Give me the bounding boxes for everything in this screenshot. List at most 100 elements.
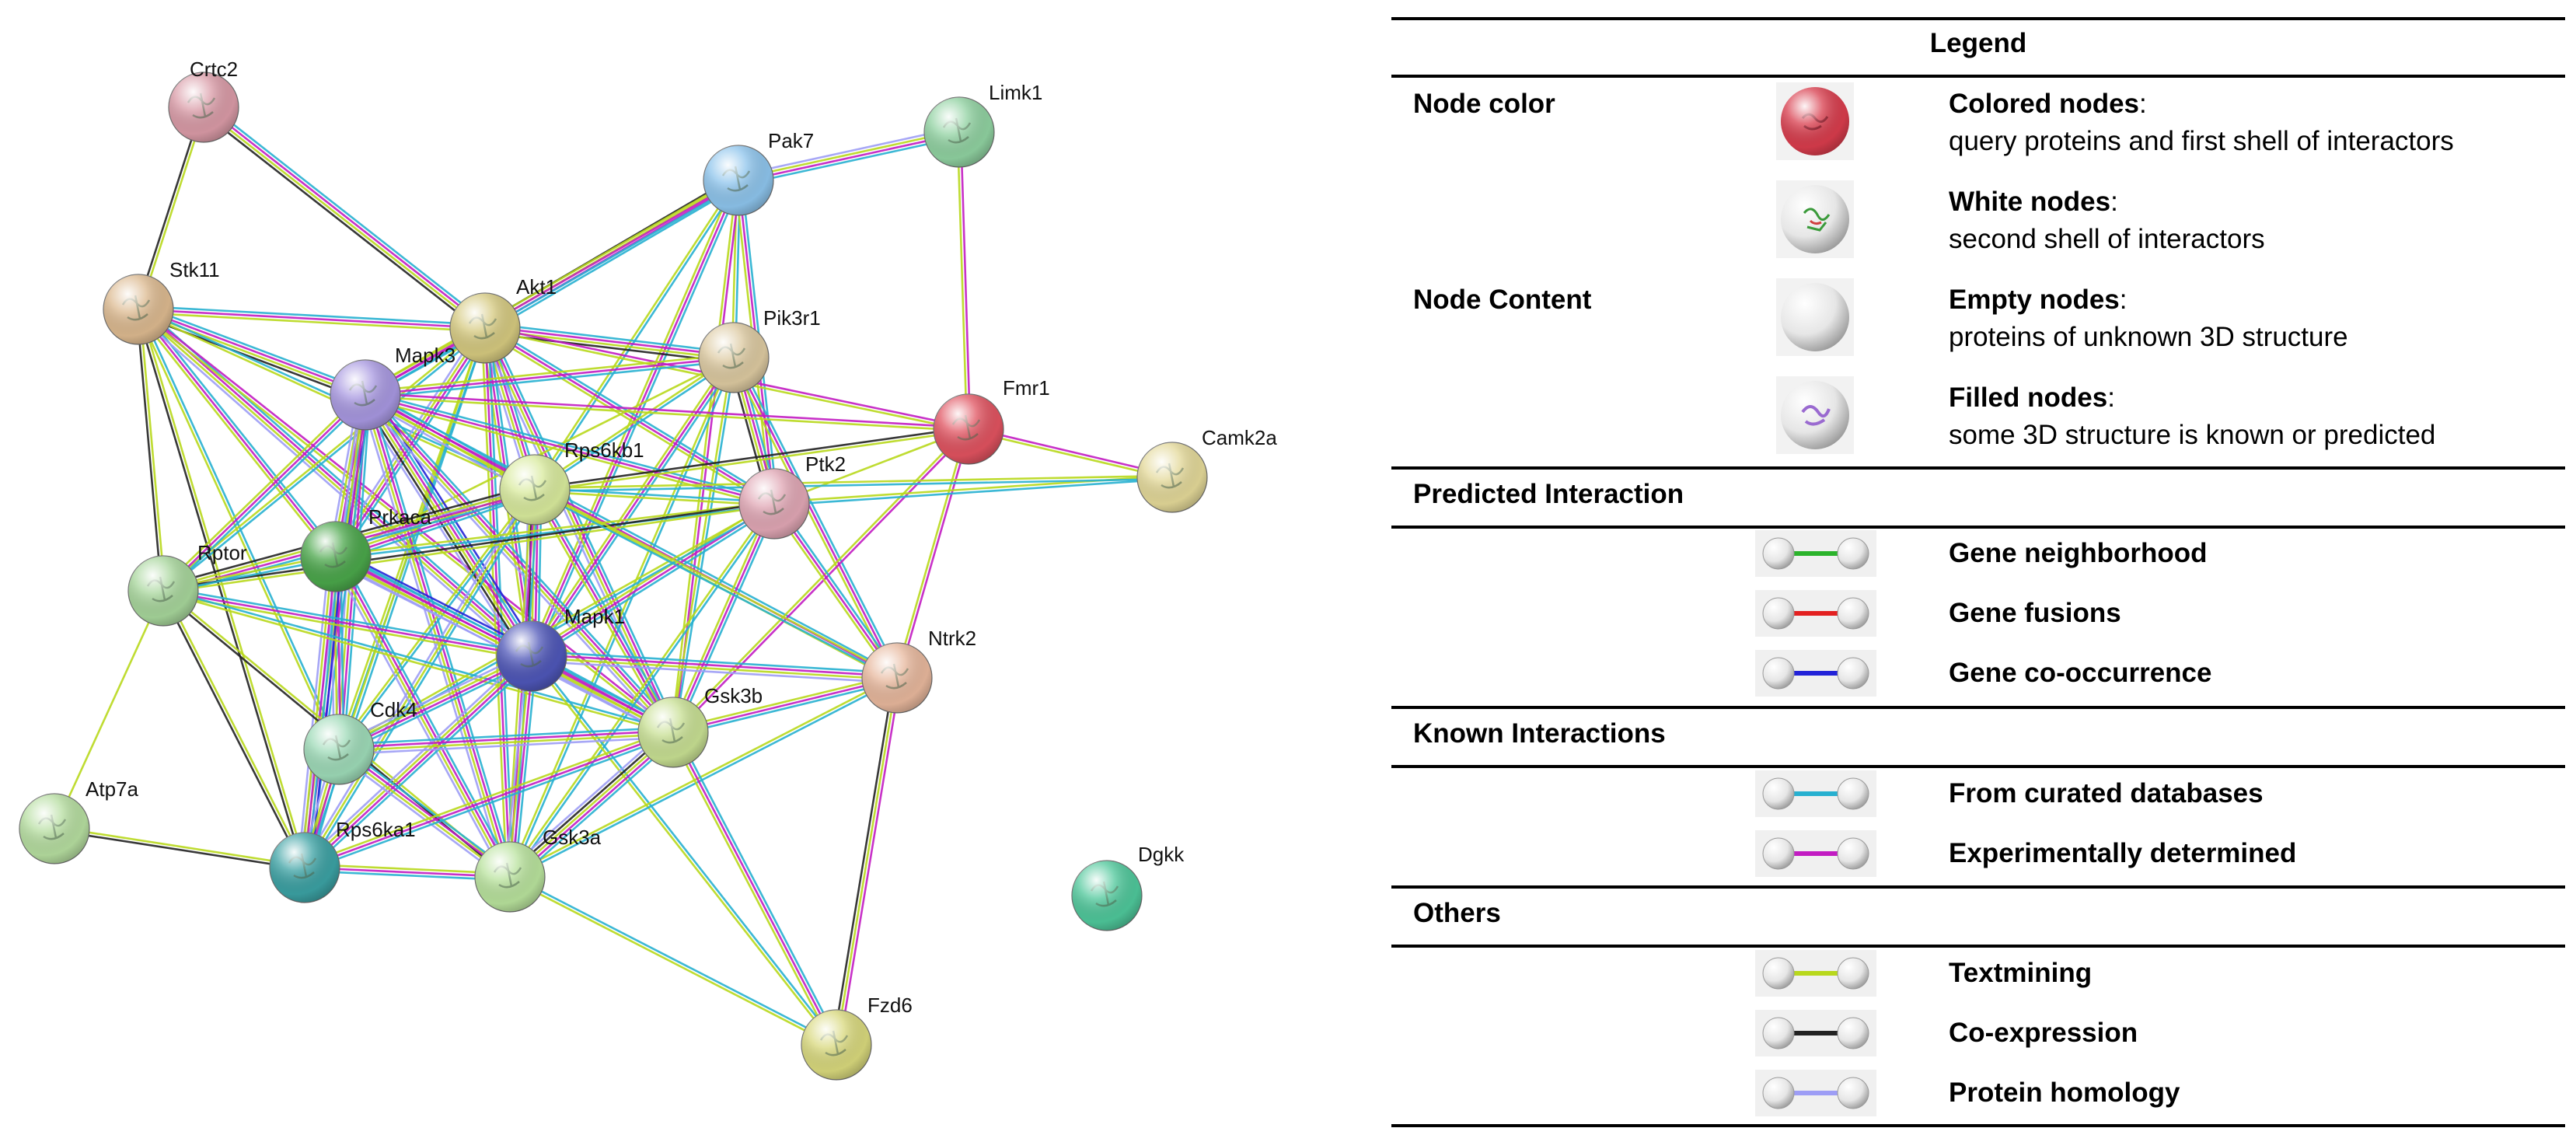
node-cdk4[interactable]: Cdk4 [303,698,417,785]
node-stk11[interactable]: Stk11 [103,258,220,345]
edge-line-experimental [365,356,735,396]
others-line-label: Co-expression [1949,1018,2138,1048]
node-gsk3b[interactable]: Gsk3b [637,684,763,768]
node-label: Fzd6 [867,994,913,1017]
node-color-heading: Node color [1413,89,1555,119]
node-label: Rps6kb1 [564,438,644,462]
edge-rptor-mapk1 [162,586,532,661]
node-content-heading: Node Content [1413,285,1592,315]
node-mapk3[interactable]: Mapk3 [330,344,456,431]
edge-line-textmining [483,330,773,508]
others-line-line-icon [1755,950,1876,997]
edge-stk11-akt1 [138,305,486,333]
edge-line-database [365,359,735,400]
node-fmr1[interactable]: Fmr1 [933,376,1050,465]
edge-line-textmining [333,557,510,878]
edge-line-textmining [303,489,536,868]
node-ntrk2[interactable]: Ntrk2 [861,627,976,714]
node-rptor[interactable]: Rptor [127,541,247,627]
edge-line-experimental [959,131,972,429]
node-crtc2[interactable]: Crtc2 [168,58,239,143]
others-line-label: Protein homology [1949,1077,2180,1108]
others-line-label: Textmining [1949,958,2093,988]
node-label: Cdk4 [370,698,417,721]
node-rps6ka1[interactable]: Rps6ka1 [269,818,416,903]
node-prkaca[interactable]: Prkaca [300,505,431,592]
edge-line-database [675,505,779,735]
node-camk2a[interactable]: Camk2a [1136,426,1277,513]
edge-line-database [535,477,1173,493]
edge-line-experimental [732,357,899,679]
edge-atp7a-rps6ka1 [54,826,305,871]
edge-limk1-fmr1 [956,131,972,430]
edge-line-experimental [532,653,898,678]
edge-line-textmining [162,591,673,735]
edge-line-experimental [365,393,675,732]
node-gloss [330,360,400,430]
node-label: Atp7a [86,777,138,801]
edge-line-experimental [672,503,776,733]
node-label: Dgkk [1138,843,1185,866]
node-gsk3a[interactable]: Gsk3a [474,826,602,913]
node-mapk1[interactable]: Mapk1 [496,605,625,692]
node-gloss [924,97,994,167]
node-label: Rps6ka1 [336,818,416,841]
edge-line-homology [737,126,958,177]
node-label: Akt1 [516,275,557,299]
edge-line-textmining [363,395,532,658]
edge-line-experimental [773,503,899,679]
edge-line-experimental [339,656,533,753]
edge-line-database [138,308,342,749]
edge-line-database [532,650,898,675]
node-rps6kb1[interactable]: Rps6kb1 [499,438,644,526]
edge-pik3r1-gsk3a [507,356,737,878]
edge-line-database [340,744,514,874]
edge-line-experimental [365,393,534,656]
node-pak7[interactable]: Pak7 [703,129,814,216]
node-label: Crtc2 [190,58,238,81]
edge-limk1-pak7 [737,126,961,187]
edge-akt1-ptk2 [483,324,777,508]
edge-line-database [163,328,487,593]
edge-line-coexpression [54,829,305,871]
edge-mapk3-gsk3b [361,390,678,737]
node-gloss [304,714,374,784]
node-atp7a[interactable]: Atp7a [19,777,138,864]
node-ptk2[interactable]: Ptk2 [738,452,846,540]
node-dgkk[interactable]: Dgkk [1071,843,1185,931]
edge-line-homology [330,324,482,555]
edge-mapk3-mapk1 [358,389,539,662]
edge-rptor-rps6ka1 [160,589,308,869]
edges-layer [53,103,1173,1048]
edge-line-homology [330,558,507,880]
node-pik3r1[interactable]: Pik3r1 [698,306,821,393]
node-fzd6[interactable]: Fzd6 [801,994,913,1081]
edge-line-textmining [302,654,532,868]
edge-line-homology [504,655,529,877]
edge-line-experimental [336,555,512,877]
node-limk1[interactable]: Limk1 [923,81,1042,168]
edge-line-database [510,874,838,1045]
edge-line-database [306,491,539,870]
legend-rule-predicted-top [1391,466,2565,470]
edge-line-textmining [835,677,899,1046]
known-line-label: From curated databases [1949,778,2264,808]
edge-ntrk2-fzd6 [832,677,902,1046]
edge-line-textmining [533,355,734,490]
white-node-icon [1776,180,1854,258]
edge-line-database [487,183,742,334]
edge-prkaca-gsk3a [330,554,515,880]
edge-line-textmining [337,749,510,879]
node-akt1[interactable]: Akt1 [449,275,557,364]
edge-line-experimental [138,306,367,395]
edge-line-coexpression [135,309,305,868]
edge-line-textmining [894,428,969,678]
edge-line-database [307,658,536,872]
node-label: Ptk2 [805,452,846,476]
edge-line-database [163,586,532,655]
edge-line-database [366,391,899,676]
edge-line-database [140,306,340,556]
node-gloss [500,455,570,525]
edge-line-textmining [534,474,1172,490]
